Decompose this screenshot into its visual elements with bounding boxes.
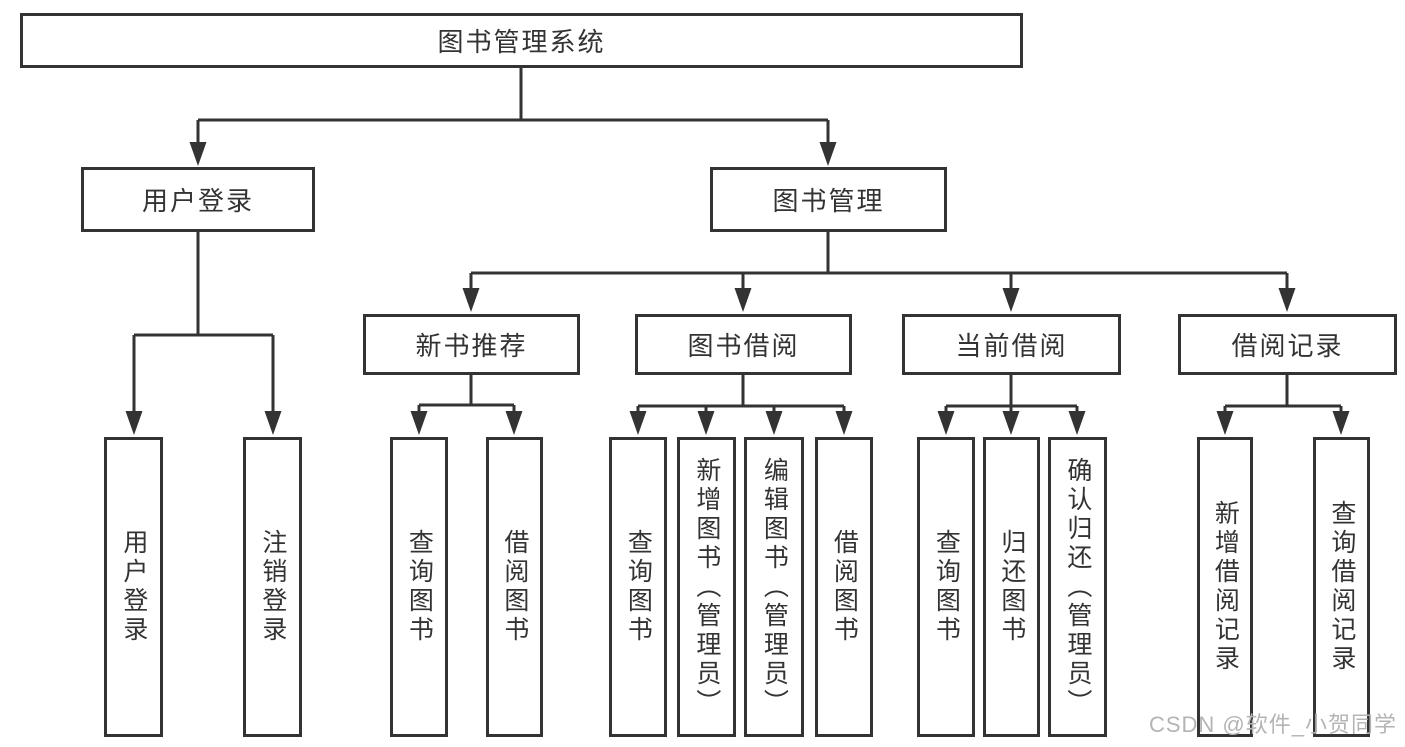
leaf-query-borrow-record: 查询借阅记录 bbox=[1313, 437, 1370, 737]
connector-root-to-level2 bbox=[196, 68, 830, 144]
node-book-borrowing: 图书借阅 bbox=[635, 314, 852, 375]
leaf-query-books-borrowing-label: 查询图书 bbox=[624, 529, 653, 645]
leaf-borrow-books-recommend-label: 借阅图书 bbox=[500, 529, 529, 645]
leaf-query-books-recommend: 查询图书 bbox=[390, 437, 448, 737]
connector-borrowing-records-to-leaves bbox=[1223, 375, 1343, 413]
node-book-management: 图书管理 bbox=[710, 167, 947, 232]
leaf-return-books: 归还图书 bbox=[983, 437, 1040, 737]
leaf-logout: 注销登录 bbox=[243, 437, 302, 737]
node-library-system: 图书管理系统 bbox=[20, 13, 1023, 68]
watermark: CSDN @软件_小贺同学 bbox=[1148, 712, 1397, 737]
leaf-add-borrow-record: 新增借阅记录 bbox=[1197, 437, 1253, 737]
leaf-add-borrow-record-label: 新增借阅记录 bbox=[1211, 500, 1240, 674]
node-book-management-label: 图书管理 bbox=[772, 186, 885, 216]
leaf-borrow-books-recommend: 借阅图书 bbox=[486, 437, 543, 737]
node-current-borrowing: 当前借阅 bbox=[902, 314, 1121, 375]
leaf-query-books-borrowing: 查询图书 bbox=[609, 437, 667, 737]
leaf-confirm-return-admin: 确认归还（管理员） bbox=[1048, 437, 1107, 737]
connector-user-login-to-leaves bbox=[132, 232, 275, 413]
node-library-system-label: 图书管理系统 bbox=[437, 27, 606, 57]
leaf-edit-book-admin-label: 编辑图书（管理员） bbox=[760, 456, 789, 718]
leaf-borrow-books-borrowing-label: 借阅图书 bbox=[830, 529, 859, 645]
leaf-confirm-return-admin-label: 确认归还（管理员） bbox=[1063, 456, 1092, 718]
connector-book-borrowing-to-leaves bbox=[636, 375, 846, 413]
node-new-book-recommend-label: 新书推荐 bbox=[415, 331, 528, 361]
node-user-login-label: 用户登录 bbox=[141, 186, 254, 216]
node-current-borrowing-label: 当前借阅 bbox=[955, 331, 1068, 361]
node-borrowing-records: 借阅记录 bbox=[1178, 314, 1397, 375]
leaf-add-book-admin-label: 新增图书（管理员） bbox=[692, 456, 721, 718]
leaf-borrow-books-borrowing: 借阅图书 bbox=[815, 437, 873, 737]
node-borrowing-records-label: 借阅记录 bbox=[1231, 331, 1344, 361]
connector-new-book-recommend-to-leaves bbox=[417, 375, 516, 413]
leaf-user-login-label: 用户登录 bbox=[119, 529, 148, 645]
leaf-query-borrow-record-label: 查询借阅记录 bbox=[1327, 500, 1356, 674]
connector-book-management-to-level3 bbox=[469, 232, 1289, 292]
leaf-edit-book-admin: 编辑图书（管理员） bbox=[744, 437, 804, 737]
leaf-query-books-recommend-label: 查询图书 bbox=[405, 529, 434, 645]
leaf-query-books-current-label: 查询图书 bbox=[932, 529, 961, 645]
connector-current-borrowing-to-leaves bbox=[944, 375, 1079, 413]
node-book-borrowing-label: 图书借阅 bbox=[687, 331, 800, 361]
leaf-user-login: 用户登录 bbox=[104, 437, 163, 737]
leaf-add-book-admin: 新增图书（管理员） bbox=[677, 437, 736, 737]
leaf-logout-label: 注销登录 bbox=[258, 529, 287, 645]
leaf-query-books-current: 查询图书 bbox=[917, 437, 975, 737]
leaf-return-books-label: 归还图书 bbox=[997, 529, 1026, 645]
node-new-book-recommend: 新书推荐 bbox=[363, 314, 580, 375]
node-user-login: 用户登录 bbox=[81, 167, 315, 232]
